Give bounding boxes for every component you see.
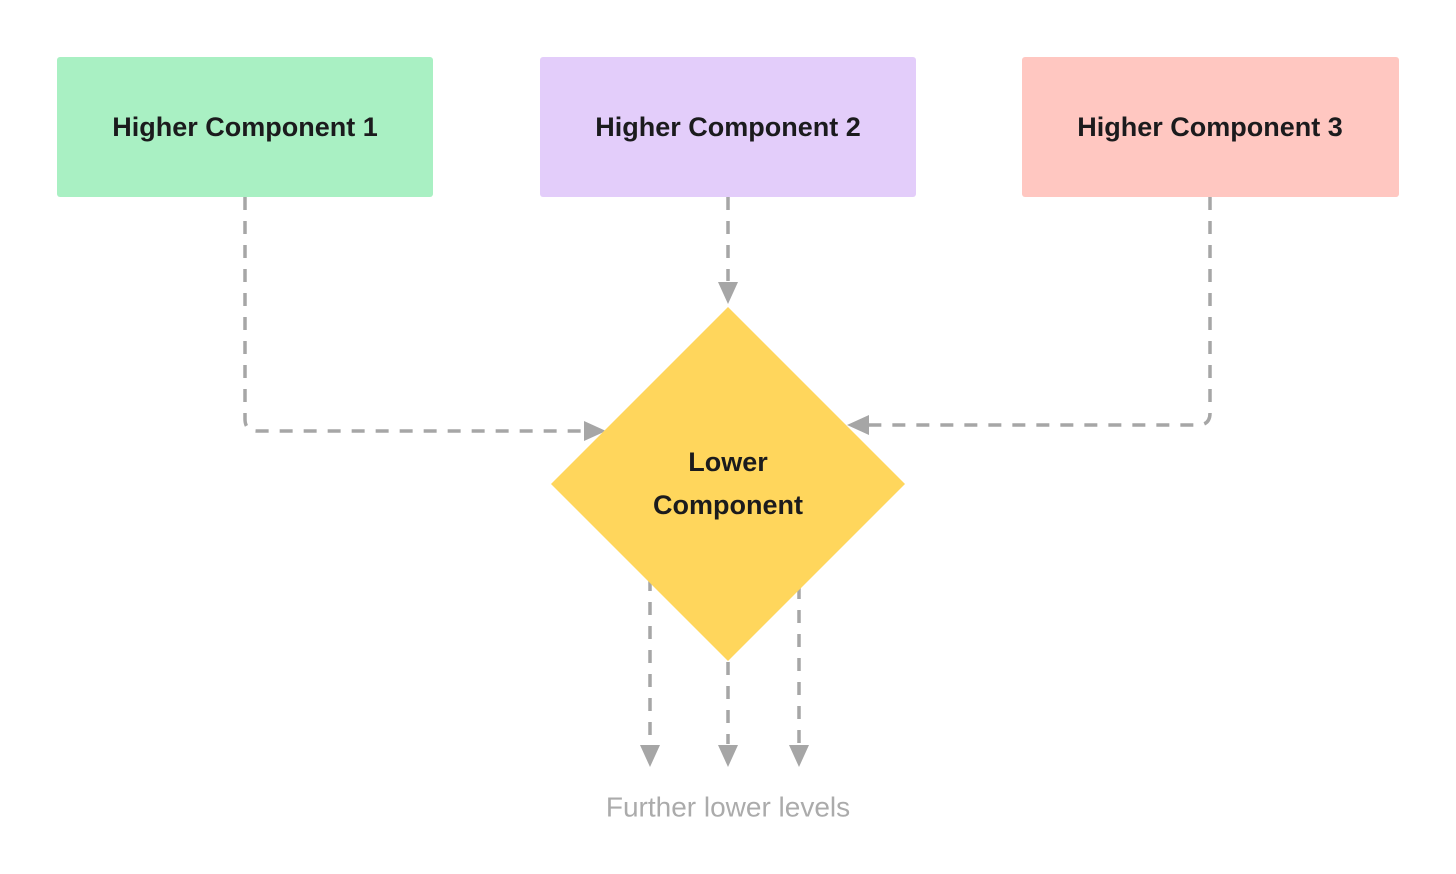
arrowhead-down-right-icon xyxy=(789,745,809,767)
further-lower-levels-caption: Further lower levels xyxy=(606,792,850,823)
lower-component-diamond xyxy=(551,307,905,661)
lower-component-label-line2: Component xyxy=(653,490,803,520)
higher-component-3-box xyxy=(1022,57,1399,197)
arrowhead-left-icon xyxy=(847,415,869,435)
arrowhead-right-icon xyxy=(584,421,606,441)
lower-component-label-line1: Lower xyxy=(688,447,768,477)
connector-box1-to-diamond xyxy=(243,197,586,433)
arrowhead-down-left-icon xyxy=(640,745,660,767)
higher-component-2-label: Higher Component 2 xyxy=(595,112,861,142)
arrowhead-down-icon xyxy=(718,282,738,304)
arrowhead-down-center-icon xyxy=(718,745,738,767)
connector-box3-to-diamond xyxy=(867,197,1212,427)
higher-component-1-box xyxy=(57,57,433,197)
higher-component-1-label: Higher Component 1 xyxy=(112,112,378,142)
higher-component-3-label: Higher Component 3 xyxy=(1077,112,1343,142)
higher-component-2-box xyxy=(540,57,916,197)
